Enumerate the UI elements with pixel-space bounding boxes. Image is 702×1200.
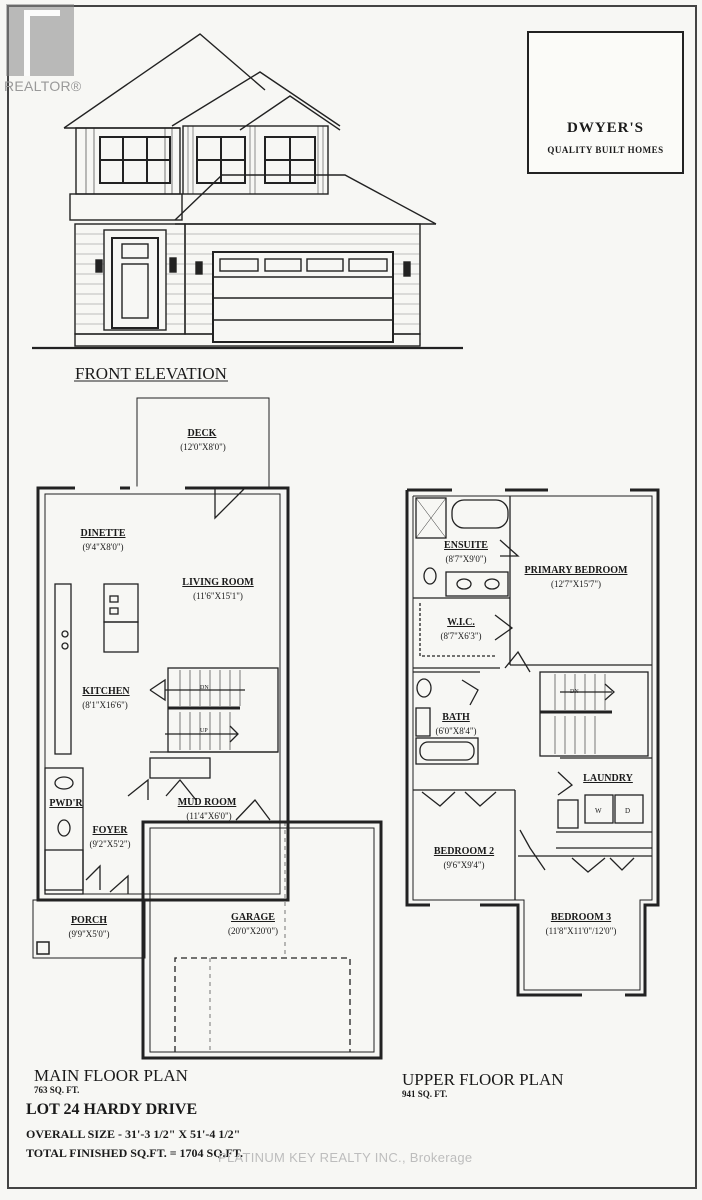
room-size-deck: (12'0"X8'0") — [180, 442, 226, 452]
room-label-porch: PORCH — [70, 915, 108, 926]
builder-logo-tagline: QUALITY BUILT HOMES — [547, 145, 664, 155]
room-size-bedroom-3: (11'8"X11'0"/12'0") — [545, 926, 617, 936]
room-size-bedroom-2: (9'6"X9'4") — [443, 860, 485, 870]
lot-title: LOT 24 HARDY DRIVE — [26, 1101, 198, 1118]
room-label-garage: GARAGE — [231, 912, 275, 923]
realtor-logo-text: REALTOR® — [4, 78, 82, 94]
room-size-wic: (8'7"X6'3") — [440, 631, 482, 641]
room-label-powder-room: PWD'R — [49, 798, 83, 809]
room-label-bedroom-3: BEDROOM 3 — [550, 912, 612, 923]
room-size-kitchen: (8'1"X16'6") — [82, 700, 128, 710]
room-size-foyer: (9'2"X5'2") — [89, 839, 131, 849]
washer-label: W — [595, 807, 602, 815]
overall-size: OVERALL SIZE - 31'-3 1/2" X 51'-4 1/2" — [26, 1127, 241, 1141]
room-label-laundry: LAUNDRY — [583, 773, 633, 784]
main-floor-plan-title: MAIN FLOOR PLAN — [34, 1066, 188, 1085]
room-label-ensuite: ENSUITE — [444, 540, 488, 551]
room-label-foyer: FOYER — [92, 825, 128, 836]
room-size-porch: (9'9"X5'0") — [68, 929, 110, 939]
front-elevation-drawing — [32, 33, 463, 382]
room-label-kitchen: KITCHEN — [82, 686, 130, 697]
room-label-living-room: LIVING ROOM — [182, 577, 254, 588]
room-size-dinette: (9'4"X8'0") — [82, 542, 124, 552]
upper-floor-plan-drawing — [405, 488, 660, 997]
main-floor-plan-drawing — [32, 397, 383, 1060]
room-label-dinette: DINETTE — [80, 528, 126, 539]
upper-stair-down-label: DN — [570, 689, 579, 695]
brokerage-watermark: PLATINUM KEY REALTY INC., Brokerage — [218, 1150, 473, 1165]
stair-down-label: DN — [200, 685, 209, 691]
room-size-garage: (20'0"X20'0") — [227, 926, 279, 936]
room-label-bedroom-2: BEDROOM 2 — [433, 846, 495, 857]
room-label-primary-bedroom: PRIMARY BEDROOM — [524, 565, 628, 576]
realtor-logo: REALTOR® — [0, 0, 84, 100]
builder-logo: DWYER'S QUALITY BUILT HOMES — [527, 31, 684, 174]
room-label-mud-room: MUD ROOM — [177, 797, 237, 808]
room-size-ensuite: (8'7"X9'0") — [445, 554, 487, 564]
room-size-living-room: (11'6"X15'1") — [193, 591, 243, 601]
room-size-mud-room: (11'4"X6'0") — [186, 811, 232, 821]
room-size-bath: (6'0"X8'4") — [435, 726, 477, 736]
realtor-logo-mark-icon — [6, 4, 74, 76]
upper-floor-plan-title: UPPER FLOOR PLAN — [402, 1070, 564, 1089]
front-elevation-title: FRONT ELEVATION — [75, 364, 227, 383]
room-label-deck: DECK — [187, 428, 217, 439]
stair-up-label: UP — [200, 728, 208, 734]
dryer-label: D — [625, 807, 631, 815]
room-label-bath: BATH — [442, 712, 470, 723]
upper-floor-area: 941 SQ. FT. — [402, 1089, 448, 1099]
room-label-wic: W.I.C. — [447, 617, 475, 628]
builder-logo-name: DWYER'S — [566, 120, 644, 136]
room-size-primary-bedroom: (12'7"X15'7") — [550, 579, 602, 589]
main-floor-area: 763 SQ. FT. — [34, 1085, 80, 1095]
total-finished-area: TOTAL FINISHED SQ.FT. = 1704 SQ.FT. — [26, 1146, 243, 1160]
